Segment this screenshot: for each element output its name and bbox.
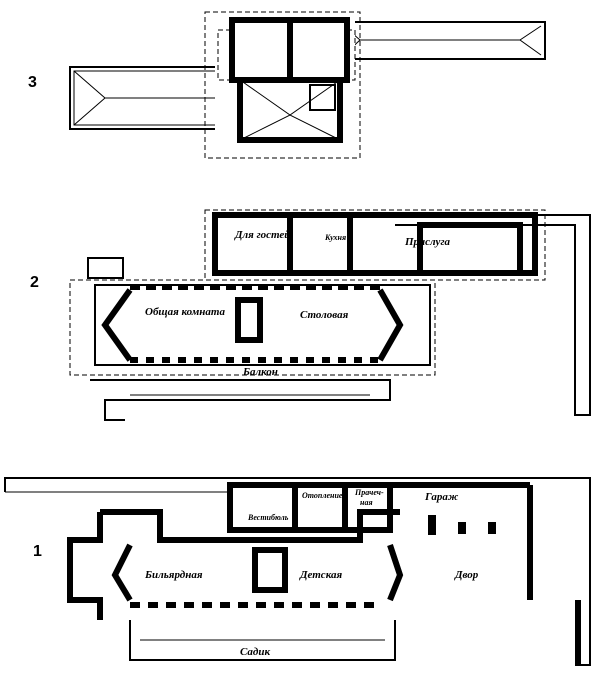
level-number-2: 2 — [30, 274, 39, 291]
level3-outline — [204, 11, 361, 159]
room-label-children: Детская — [299, 569, 342, 581]
room-label-balcony: Балкон — [242, 366, 278, 378]
level-number-3: 3 — [28, 74, 37, 91]
level-number-1: 1 — [33, 543, 42, 560]
roof-right — [339, 21, 546, 60]
level3-rooms — [215, 14, 356, 154]
room-label-servants: Прислуга — [404, 236, 450, 248]
room-label-laundry-1: Прачеч- — [354, 488, 384, 497]
room-label-yard: Двор — [454, 569, 479, 581]
room-label-living: Общая комната — [145, 306, 225, 318]
room-label-billiard: Бильярдная — [144, 569, 203, 581]
room-label-heating: Отопление — [302, 491, 343, 500]
room-label-laundry-2: ная — [360, 498, 373, 507]
plan-level-2: Для гостей Кухня Прислуга Общая комната … — [30, 209, 591, 421]
plan-level-1: Вестибюль Отопление Прачеч- ная Гараж Би… — [4, 477, 591, 666]
room-label-kitchen: Кухня — [324, 233, 346, 242]
room-label-dining: Столовая — [300, 309, 349, 321]
room-label-vestibule: Вестибюль — [247, 513, 289, 522]
room-label-guests: Для гостей — [234, 229, 290, 241]
room-label-garden: Садик — [240, 646, 270, 658]
plan-level-3: 3 — [28, 11, 546, 159]
room-label-garage: Гараж — [424, 491, 459, 503]
